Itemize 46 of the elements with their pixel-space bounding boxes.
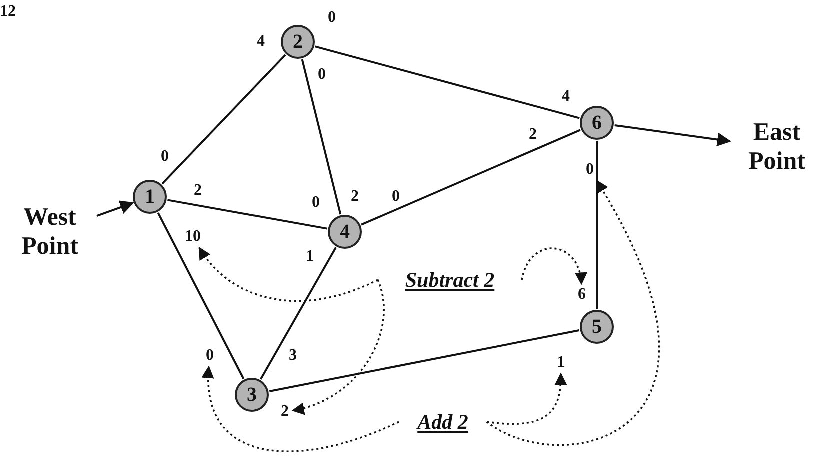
flow-number: 6 [576, 286, 588, 304]
link-line [361, 129, 581, 226]
link-line [260, 247, 337, 380]
flow-number: 0 [328, 9, 336, 27]
link-line [596, 141, 598, 309]
numbered-circle: 4 [328, 215, 362, 249]
flow-number: 2 [351, 188, 359, 206]
flow-number: 2 [194, 182, 202, 200]
numbered-circle: 1 [133, 180, 167, 214]
link-line [162, 54, 286, 185]
numbered-circle: 6 [580, 106, 614, 140]
flow-number: 0 [204, 347, 216, 365]
link-line [168, 199, 328, 230]
flow-number: 10 [182, 228, 204, 246]
link-line [269, 330, 580, 392]
flow-number: 0 [318, 66, 326, 84]
flow-number: 0 [161, 148, 169, 166]
arrow [96, 200, 134, 218]
dotted-arrow [202, 366, 400, 452]
link-line [301, 59, 342, 215]
flow-number: 1 [306, 248, 314, 266]
flow-number: 3 [289, 347, 297, 365]
flow-number: 0 [584, 161, 596, 179]
numbered-circle: 5 [580, 310, 614, 344]
dotted-arrow [486, 180, 660, 446]
flow-number: 4 [562, 88, 570, 106]
flow-number: 12 [0, 3, 16, 21]
arrow [614, 124, 732, 147]
flow-number: 4 [257, 33, 265, 51]
flow-number: 1 [555, 354, 567, 372]
endpoint-label: West Point [5, 201, 95, 265]
dotted-arrow [486, 372, 568, 425]
flow-number: 0 [392, 188, 400, 206]
numbered-circle: 3 [235, 378, 269, 412]
flow-number: 0 [312, 194, 320, 212]
dotted-arrow [198, 246, 378, 302]
instruction-text: Subtract 2 [380, 265, 520, 295]
link-line [157, 212, 245, 380]
flow-number: 2 [279, 403, 291, 421]
endpoint-label: East Point [732, 116, 822, 180]
dotted-arrow [292, 280, 385, 414]
dotted-arrow [521, 248, 586, 286]
flow-number: 2 [529, 126, 537, 144]
instruction-text: Add 2 [401, 407, 485, 437]
numbered-circle: 2 [281, 25, 315, 59]
link-line [315, 46, 580, 120]
